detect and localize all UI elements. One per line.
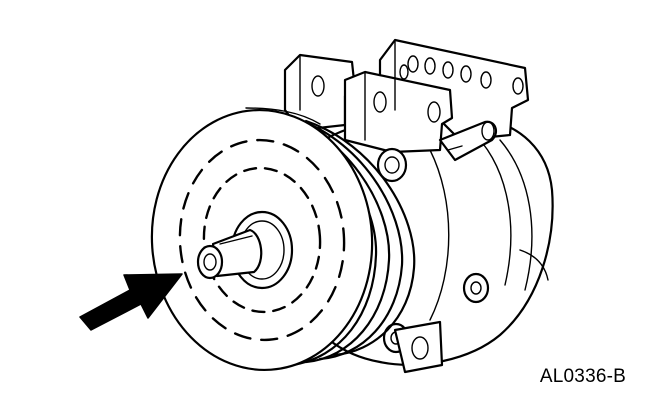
mounting-bracket <box>283 38 530 154</box>
hub-shaft <box>196 210 294 290</box>
lower-mounting-ear <box>393 320 444 374</box>
indicator-arrow <box>79 273 183 331</box>
figure-code: AL0336-B <box>539 366 626 387</box>
pipe-fitting <box>438 120 498 162</box>
